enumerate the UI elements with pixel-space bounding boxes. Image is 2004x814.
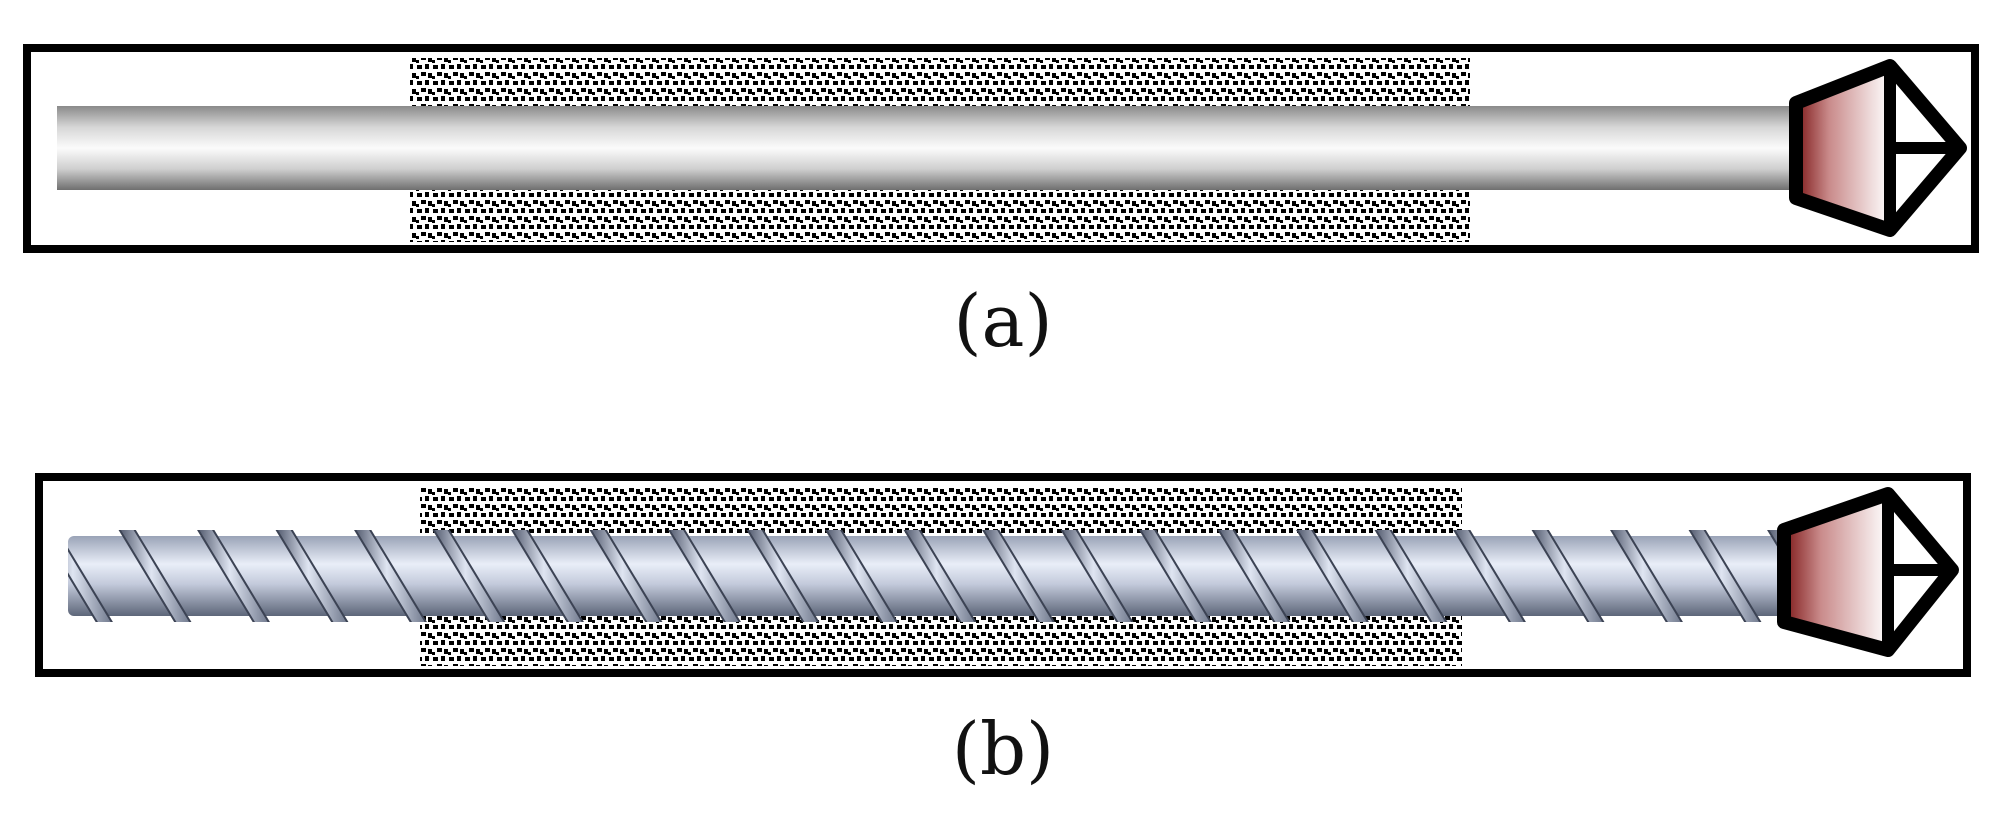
screw-flight xyxy=(354,530,427,622)
screw-flight xyxy=(668,530,741,622)
screw-flight xyxy=(511,530,584,622)
screw-flight xyxy=(1296,530,1369,622)
panel-a: (a) xyxy=(23,44,1979,363)
screw-flight xyxy=(197,530,270,622)
caption-a: (a) xyxy=(953,279,1052,363)
screw-flight xyxy=(1217,530,1291,622)
heating-zone-b-top xyxy=(420,486,1462,536)
caption-b: (b) xyxy=(952,707,1054,791)
screw-flight xyxy=(1139,530,1212,622)
die-nozzle-b xyxy=(1777,487,1959,657)
screw-shaft xyxy=(68,530,1784,622)
screw-flight xyxy=(118,530,192,622)
smooth-shaft xyxy=(57,106,1799,190)
heating-zone-a-bottom xyxy=(410,190,1470,242)
die-nozzle-a xyxy=(1789,59,1967,237)
screw-flight xyxy=(432,530,506,622)
screw-flight xyxy=(825,530,898,622)
screw-flight xyxy=(589,530,663,622)
screw-flight xyxy=(903,530,977,622)
screw-flight xyxy=(1688,530,1762,622)
screw-flight xyxy=(275,530,349,622)
screw-flight xyxy=(746,530,820,622)
heating-zone-b-bottom xyxy=(420,614,1462,666)
screw-flight xyxy=(1610,530,1683,622)
screw-flight xyxy=(1374,530,1448,622)
screw-flight xyxy=(68,547,113,622)
screw-flight xyxy=(1453,530,1526,622)
screw-flight xyxy=(1531,530,1605,622)
screw-flight xyxy=(982,530,1055,622)
screw-flight xyxy=(1060,530,1134,622)
heating-zone-a-top xyxy=(410,58,1470,106)
panel-b: (b) xyxy=(35,473,1971,791)
